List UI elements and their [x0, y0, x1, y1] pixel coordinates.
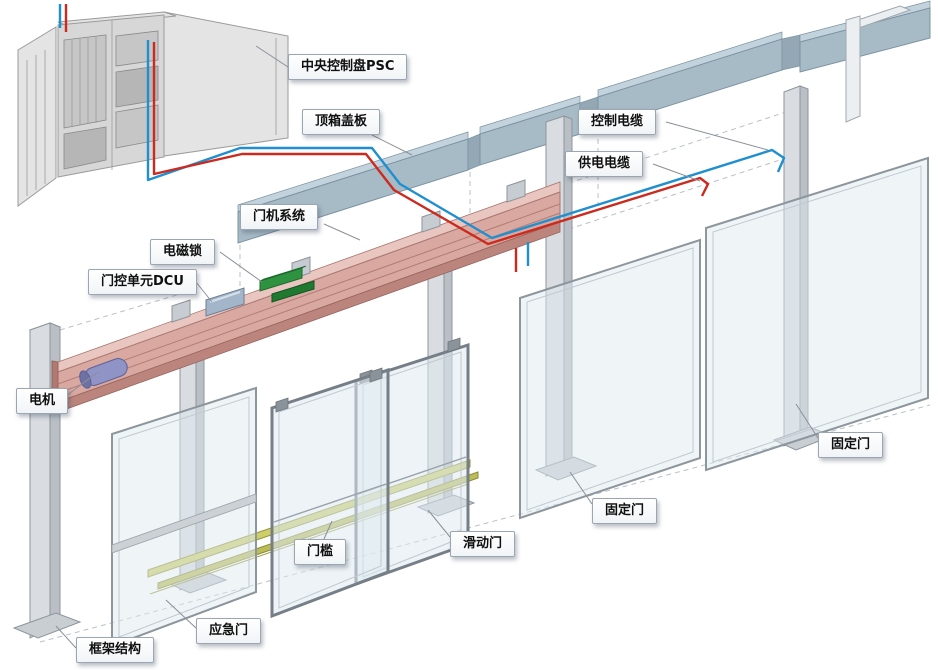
leader-emergency-door — [165, 599, 197, 629]
top-right-post — [845, 15, 861, 123]
leader-fixed-door-right — [795, 403, 819, 439]
leader-door-machine-system — [323, 223, 361, 241]
dcu-unit — [205, 287, 245, 317]
central-control-cabinet — [17, 11, 289, 207]
label-motor: 电机 — [16, 388, 69, 414]
leader-frame-structure — [55, 625, 77, 649]
label-top-box-cover: 顶箱盖板 — [302, 109, 381, 135]
card-cage — [63, 34, 107, 129]
leader-door-sill — [323, 520, 333, 540]
cover-joint-3 — [781, 34, 801, 71]
leader-power-cable — [652, 163, 701, 182]
sliding-door-left — [270, 367, 390, 619]
label-control-cable: 控制电缆 — [578, 109, 657, 135]
electromagnetic-lock-unit — [259, 265, 315, 303]
leader-door-control-unit — [195, 281, 213, 303]
cabinet-module — [115, 30, 159, 67]
leader-central-control-panel — [255, 45, 289, 68]
leader-fixed-door-middle — [569, 471, 593, 505]
label-sliding-door: 滑动门 — [450, 531, 516, 557]
cabinet-module — [63, 126, 107, 170]
leader-top-box-cover — [371, 134, 413, 156]
cover-panel-4 — [799, 7, 931, 73]
leader-sliding-door — [427, 509, 451, 538]
label-door-sill: 门槛 — [294, 539, 347, 565]
top-box-cover-panels — [237, 0, 931, 244]
label-central-control-panel: 中央控制盘PSC — [288, 54, 408, 80]
label-electromagnetic-lock: 电磁锁 — [150, 239, 216, 265]
cabinet-left-door — [17, 26, 57, 207]
label-power-cable: 供电电缆 — [565, 151, 644, 177]
leader-lines — [55, 45, 819, 649]
fixed-door-middle-panel — [519, 238, 701, 520]
cabinet-module — [115, 104, 159, 149]
cabinet-module — [115, 65, 159, 108]
power-cable-line — [152, 42, 710, 246]
cabinet-right-door — [163, 11, 289, 157]
leader-control-cable — [665, 121, 769, 151]
leader-motor — [65, 371, 99, 397]
label-door-machine-system: 门机系统 — [240, 204, 319, 230]
beam-hanger — [506, 179, 526, 203]
emergency-door-panel — [111, 386, 257, 648]
label-fixed-door-right: 固定门 — [818, 432, 884, 458]
beam-hanger — [171, 299, 191, 323]
door-machine-beam — [51, 179, 561, 414]
leader-electromagnetic-lock — [219, 251, 263, 283]
label-frame-structure: 框架结构 — [76, 637, 155, 663]
label-emergency-door: 应急门 — [196, 618, 262, 644]
label-door-control-unit: 门控单元DCU — [88, 269, 197, 295]
cover-joint-1 — [467, 133, 481, 171]
cables — [58, 4, 786, 272]
column-foot — [12, 612, 82, 639]
label-fixed-door-middle: 固定门 — [592, 498, 658, 524]
fixed-door-right-panel — [705, 156, 929, 472]
